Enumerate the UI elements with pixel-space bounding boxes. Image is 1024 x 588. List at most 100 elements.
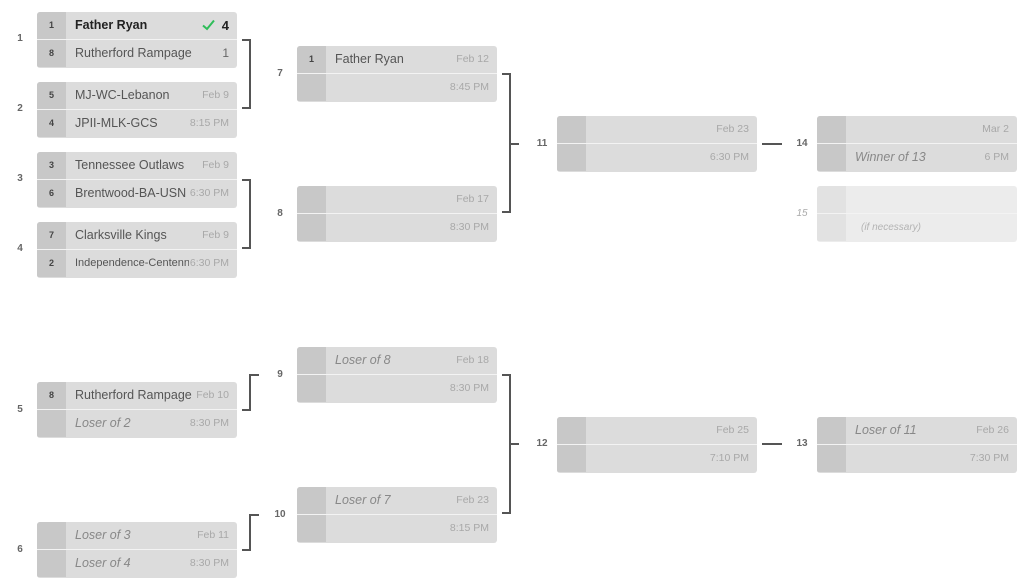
team-name: Tennessee Outlaws xyxy=(75,158,185,172)
bracket-label-5: 5 xyxy=(17,404,23,415)
match-row: 1 Father Ryan Feb 12 xyxy=(297,46,497,73)
row-divider xyxy=(297,374,497,375)
seed-badge: 4 xyxy=(37,110,66,137)
row-divider xyxy=(557,143,757,144)
seed-badge xyxy=(37,522,66,549)
team-name xyxy=(595,116,713,143)
match-time: 8:15 PM xyxy=(189,117,229,129)
team-name: JPII-MLK-GCS xyxy=(75,116,158,130)
match-time: 8:30 PM xyxy=(449,221,489,233)
row-divider xyxy=(37,179,237,180)
seed-badge xyxy=(297,347,326,374)
match-15[interactable]: (if necessary) xyxy=(817,186,1017,242)
seed-badge xyxy=(557,116,586,143)
seed-badge xyxy=(297,186,326,213)
match-4[interactable]: 7 Clarksville Kings Feb 9 2 Independence… xyxy=(37,222,237,278)
team-placeholder: Loser of 2 xyxy=(75,416,131,430)
match-8[interactable]: Feb 17 8:30 PM xyxy=(297,186,497,242)
match-row xyxy=(817,186,1017,213)
match-row: 8:15 PM xyxy=(297,515,497,542)
team-name: Rutherford Rampage xyxy=(75,388,192,402)
team-name: Independence-Centennial xyxy=(75,257,189,269)
row-divider xyxy=(297,514,497,515)
if-necessary-note: (if necessary) xyxy=(861,222,922,233)
seed-badge xyxy=(817,214,846,241)
match-2[interactable]: 5 MJ-WC-Lebanon Feb 9 4 JPII-MLK-GCS 8:1… xyxy=(37,82,237,138)
seed-badge xyxy=(297,214,326,241)
match-time: 7:30 PM xyxy=(969,452,1009,464)
match-time: 6:30 PM xyxy=(709,151,749,163)
seed-badge: 3 xyxy=(37,152,66,179)
team-name xyxy=(595,144,713,171)
row-divider xyxy=(297,73,497,74)
bracket-connector-13 xyxy=(762,443,782,445)
team-placeholder: Loser of 3 xyxy=(75,528,131,542)
team-name: Father Ryan xyxy=(335,52,404,66)
team-placeholder: Loser of 8 xyxy=(335,353,391,367)
team-name xyxy=(335,515,453,542)
team-name: Brentwood-BA-USN xyxy=(75,186,187,200)
seed-badge xyxy=(557,417,586,444)
match-row: Loser of 3 Feb 11 xyxy=(37,522,237,549)
match-row: 7 Clarksville Kings Feb 9 xyxy=(37,222,237,249)
seed-badge: 1 xyxy=(37,12,66,39)
match-5[interactable]: 8 Rutherford Rampage Feb 10 Loser of 2 8… xyxy=(37,382,237,438)
team-name: MJ-WC-Lebanon xyxy=(75,88,170,102)
seed-badge xyxy=(817,417,846,444)
match-date: Feb 26 xyxy=(976,424,1009,436)
match-row: 8:30 PM xyxy=(297,214,497,241)
team-name: Father Ryan xyxy=(75,18,148,32)
match-13[interactable]: Loser of 11 Feb 26 7:30 PM xyxy=(817,417,1017,473)
seed-badge xyxy=(817,186,846,213)
seed-badge xyxy=(817,116,846,143)
match-row: Feb 23 xyxy=(557,116,757,143)
team-name xyxy=(335,186,453,213)
bracket-label-15: 15 xyxy=(796,208,808,219)
match-row: 1 Father Ryan 4 xyxy=(37,12,237,39)
match-row: 8 Rutherford Rampage Feb 10 xyxy=(37,382,237,409)
seed-badge: 8 xyxy=(37,40,66,67)
bracket-label-12: 12 xyxy=(536,438,548,449)
seed-badge xyxy=(37,550,66,577)
match-row: 7:10 PM xyxy=(557,445,757,472)
bracket-label-4: 4 xyxy=(17,243,23,254)
team-name: Rutherford Rampage xyxy=(75,46,192,60)
seed-badge xyxy=(817,144,846,171)
row-divider xyxy=(37,409,237,410)
match-row: 8 Rutherford Rampage 1 xyxy=(37,40,237,67)
match-time: 8:30 PM xyxy=(189,417,229,429)
match-12[interactable]: Feb 25 7:10 PM xyxy=(557,417,757,473)
team-name: Clarksville Kings xyxy=(75,228,167,242)
bracket-label-8: 8 xyxy=(277,208,283,219)
match-date: Mar 2 xyxy=(982,123,1009,135)
seed-badge: 6 xyxy=(37,180,66,207)
match-9[interactable]: Loser of 8 Feb 18 8:30 PM xyxy=(297,347,497,403)
row-divider xyxy=(37,109,237,110)
team-name xyxy=(595,445,713,472)
team-name xyxy=(335,375,453,402)
match-10[interactable]: Loser of 7 Feb 23 8:15 PM xyxy=(297,487,497,543)
match-date: Feb 12 xyxy=(456,53,489,65)
team-name xyxy=(855,116,973,143)
seed-badge xyxy=(297,74,326,101)
match-3[interactable]: 3 Tennessee Outlaws Feb 9 6 Brentwood-BA… xyxy=(37,152,237,208)
match-row: 6 Brentwood-BA-USN 6:30 PM xyxy=(37,180,237,207)
team-score: 4 xyxy=(221,18,229,33)
match-14[interactable]: Mar 2 Winner of 13 6 PM xyxy=(817,116,1017,172)
seed-badge: 2 xyxy=(37,250,66,277)
seed-badge: 1 xyxy=(297,46,326,73)
row-divider xyxy=(817,143,1017,144)
match-6[interactable]: Loser of 3 Feb 11 Loser of 4 8:30 PM xyxy=(37,522,237,578)
match-date: Feb 11 xyxy=(197,529,229,541)
match-1[interactable]: 1 Father Ryan 4 8 Rutherford Rampage 1 xyxy=(37,12,237,68)
seed-badge: 8 xyxy=(37,382,66,409)
match-time: 8:45 PM xyxy=(449,81,489,93)
match-time: 8:30 PM xyxy=(449,382,489,394)
match-row: (if necessary) xyxy=(817,214,1017,241)
bracket-label-1: 1 xyxy=(17,33,23,44)
match-row: Loser of 2 8:30 PM xyxy=(37,410,237,437)
team-score: 1 xyxy=(222,46,229,60)
bracket-label-11: 11 xyxy=(536,138,548,149)
match-7[interactable]: 1 Father Ryan Feb 12 8:45 PM xyxy=(297,46,497,102)
match-11[interactable]: Feb 23 6:30 PM xyxy=(557,116,757,172)
